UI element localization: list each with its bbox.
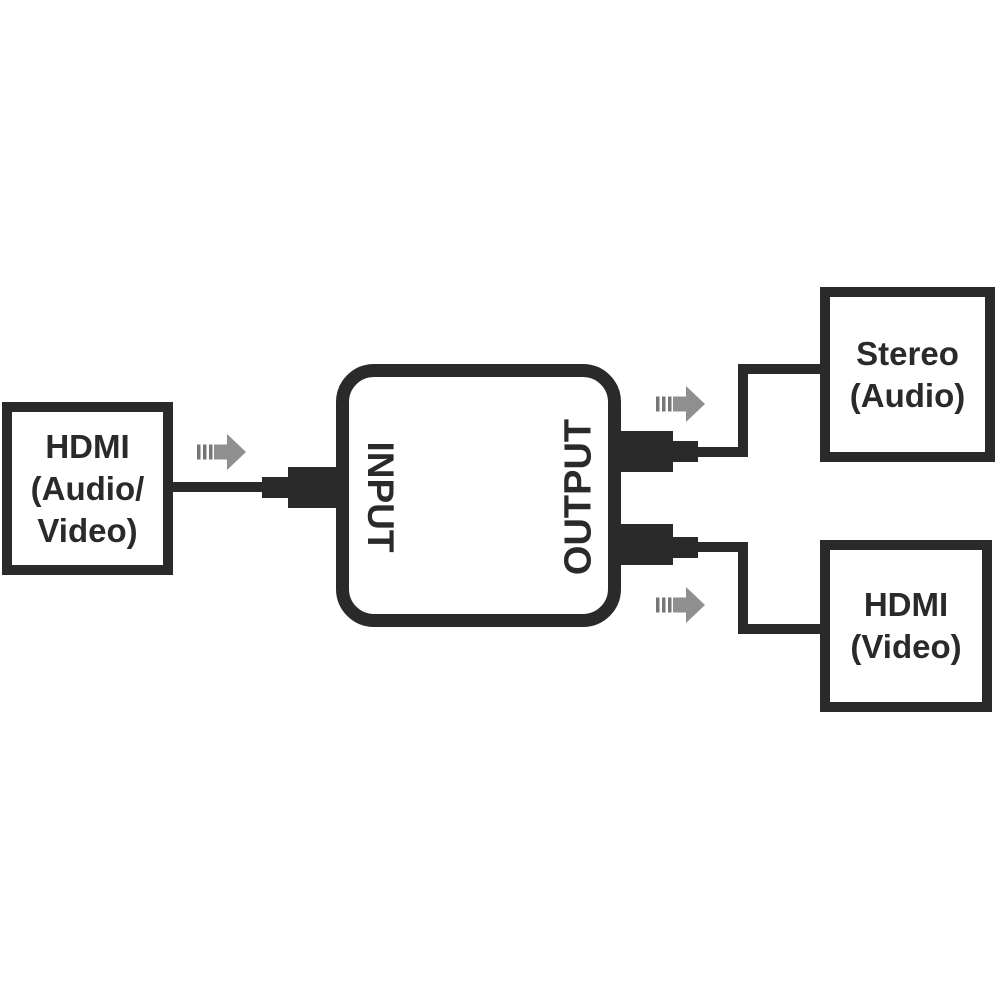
audio-output-label-line2: (Audio): [849, 376, 966, 414]
source-cable: [173, 482, 262, 492]
flow-arrow-icon: [656, 386, 705, 422]
audio-cable-segment-2: [738, 364, 748, 457]
source-label-line3: Video): [37, 511, 138, 549]
flow-arrow-icon: [656, 587, 705, 623]
audio-cable-segment-1: [698, 447, 748, 457]
video-output-label-line2: (Video): [850, 628, 962, 665]
flow-arrow-icon: [197, 434, 246, 470]
video-cable-segment-1: [698, 542, 748, 552]
audio-plug-neck: [673, 441, 698, 462]
video-plug-body: [621, 524, 673, 565]
source-label-line1: HDMI: [45, 427, 130, 465]
source-label-line2: (Audio/: [30, 469, 145, 507]
audio-plug-body: [621, 431, 673, 472]
converter-node-box: [336, 364, 621, 627]
audio-output-label-line1: Stereo: [856, 334, 959, 372]
video-output-label-line1: HDMI: [863, 586, 949, 623]
video-cable-segment-2: [738, 542, 748, 634]
converter-output-label: OUTPUT: [557, 418, 600, 576]
source-plug-neck: [262, 477, 288, 498]
video-cable-segment-3: [738, 624, 820, 634]
video-output-node-box: HDMI (Video): [820, 540, 992, 712]
audio-output-node-box: Stereo (Audio): [820, 287, 995, 462]
audio-cable-segment-3: [738, 364, 820, 374]
source-plug-body: [288, 467, 340, 508]
video-plug-neck: [673, 537, 698, 558]
source-node-box: HDMI (Audio/ Video): [2, 402, 173, 575]
converter-input-label: INPUT: [360, 441, 401, 553]
